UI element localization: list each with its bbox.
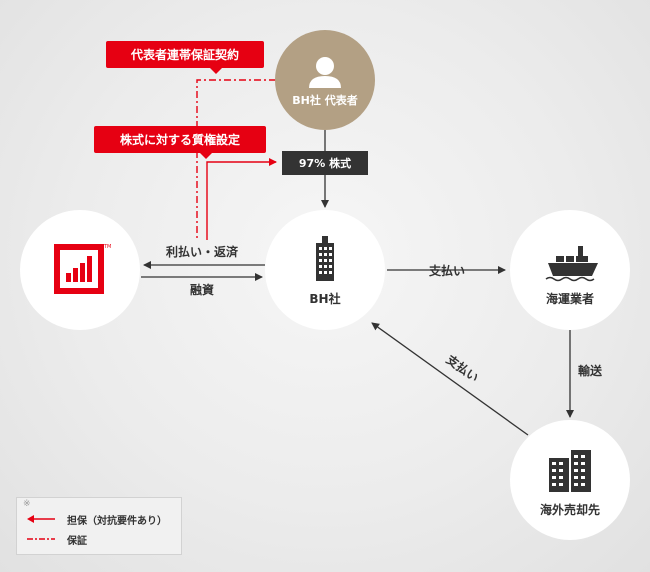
red-arrow-icon — [27, 515, 55, 523]
guarantee-line — [196, 79, 276, 240]
bh-company-node: BH社 — [265, 210, 385, 330]
svg-text:97% 株式: 97% 株式 — [299, 156, 351, 170]
svg-text:TM: TM — [103, 244, 111, 250]
pledge-line — [206, 158, 277, 240]
share-pledge-label: 株式に対する質権設定 — [94, 126, 266, 159]
svg-text:株式に対する質権設定: 株式に対する質権設定 — [120, 132, 240, 147]
legend-security-row: 担保（対抗要件あり） — [27, 512, 167, 527]
guarantee-contract-label: 代表者連帯保証契約 — [106, 41, 264, 74]
share-97-box: 97% 株式 — [282, 151, 368, 175]
buyer-label: 海外売却先 — [540, 502, 600, 517]
buildings-icon — [549, 450, 591, 492]
bh-company-label: BH社 — [309, 291, 340, 306]
pay-back-label: 支払い — [443, 351, 482, 385]
building-icon — [316, 236, 334, 281]
transport-label: 輸送 — [578, 363, 603, 378]
loan-label: 融資 — [190, 282, 214, 297]
legend-note-mark: ※ — [23, 499, 31, 509]
person-icon — [309, 57, 341, 88]
svg-text:代表者連帯保証契約: 代表者連帯保証契約 — [130, 47, 239, 62]
buyer-node: 海外売却先 — [510, 420, 630, 540]
representative-node: BH社 代表者 — [275, 30, 375, 130]
shipping-node: 海運業者 — [510, 210, 630, 330]
legend: ※ 担保（対抗要件あり） 保証 — [16, 497, 182, 555]
lender-node: TM — [20, 210, 140, 330]
legend-guarantee-text: 保証 — [67, 535, 87, 547]
pay-back-arrow — [371, 322, 529, 436]
legend-security-text: 担保（対抗要件あり） — [67, 515, 167, 527]
dash-dot-line-icon — [27, 538, 55, 540]
shipping-label: 海運業者 — [546, 291, 594, 306]
ship-icon — [545, 246, 598, 282]
pay-shipping-label: 支払い — [428, 263, 465, 278]
legend-guarantee-row: 保証 — [27, 532, 87, 547]
representative-label: BH社 代表者 — [292, 93, 357, 107]
repay-label: 利払い・返済 — [166, 244, 239, 259]
lender-logo: TM — [54, 244, 111, 294]
